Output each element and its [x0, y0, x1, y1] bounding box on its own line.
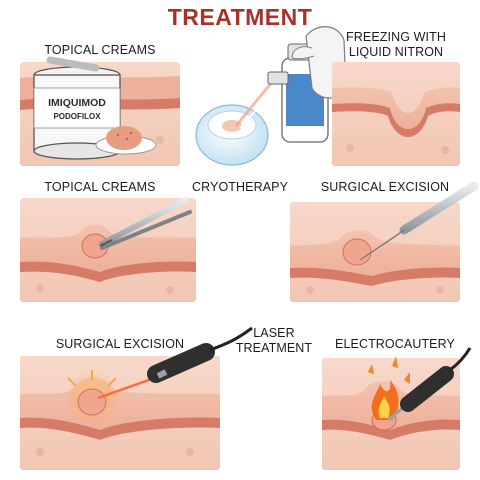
panel-freezing [332, 62, 460, 166]
label-surgical-excision-2: SURGICAL EXCISION [55, 337, 185, 351]
page-title: TREATMENT [167, 4, 313, 30]
jar-label-line2: PODOFILOX [53, 112, 101, 121]
label-laser-line2: TREATMENT [235, 341, 313, 355]
label-topical-creams-1: TOPICAL CREAMS [44, 43, 156, 57]
label-electrocautery: ELECTROCAUTERY [335, 337, 455, 351]
panel-surgical-excision-laser [20, 326, 253, 470]
label-freezing-line1: FREEZING WITH [346, 30, 446, 44]
cream-dollop-icon [95, 126, 157, 155]
tweezers-icon [99, 197, 192, 250]
label-laser-line1: LASER [253, 326, 295, 340]
label-surgical-excision-1: SURGICAL EXCISION [320, 180, 450, 194]
panel-cryotherapy-spray [195, 26, 347, 166]
flame-icon [368, 356, 410, 420]
panel-topical-creams-tweezers [20, 197, 196, 302]
cream-jar-icon: IMIQUIMOD PODOFILOX [33, 56, 121, 160]
panel-surgical-excision-scalpel [290, 181, 479, 302]
laser-probe-icon [147, 326, 253, 383]
scalpel-icon [359, 181, 479, 261]
ice-cotton-icon [195, 104, 269, 166]
label-cryotherapy: CRYOTHERAPY [191, 180, 289, 194]
label-freezing-line2: LIQUID NITRON [348, 45, 444, 59]
panel-electrocautery [322, 347, 472, 470]
jar-label-line1: IMIQUIMOD [48, 97, 106, 109]
panel-topical-creams-jar: IMIQUIMOD PODOFILOX [20, 56, 180, 166]
cautery-probe-icon [387, 347, 472, 422]
label-topical-creams-2: TOPICAL CREAMS [44, 180, 156, 194]
